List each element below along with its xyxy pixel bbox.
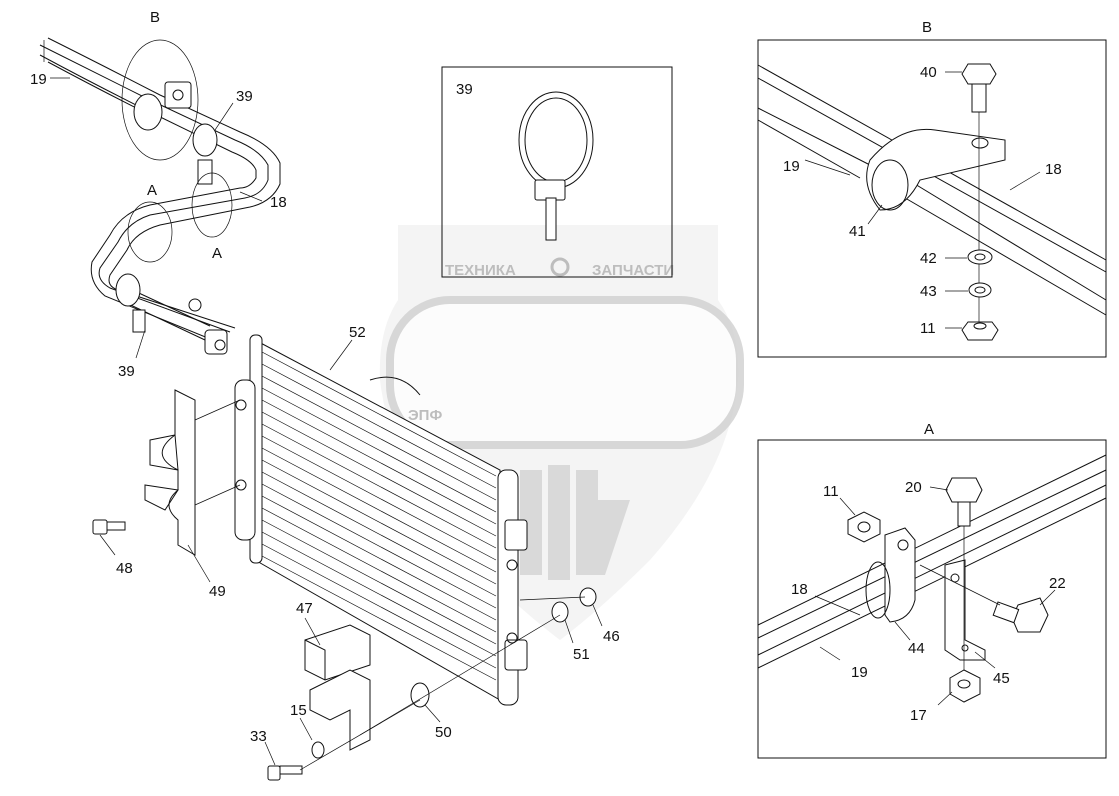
detail-a-callout-45: 45	[993, 670, 1010, 687]
pipe-assembly	[39, 37, 281, 355]
view-a-label-1: A	[147, 182, 157, 199]
detail-b-frame	[757, 39, 1107, 358]
inset-39-title: 39	[456, 81, 473, 98]
detail-a-callout-22: 22	[1049, 575, 1066, 592]
grommet-50	[410, 682, 430, 708]
detail-b-callout-42: 42	[920, 250, 937, 267]
watermark-logo: ЭПФ	[408, 407, 442, 424]
detail-view-a: A	[757, 421, 1107, 759]
bolt-33	[267, 741, 325, 781]
view-a-label-2: A	[212, 245, 222, 262]
detail-b-callout-43: 43	[920, 283, 937, 300]
leader-lines	[50, 71, 1056, 766]
callout-39-top: 39	[236, 88, 253, 105]
callout-52: 52	[349, 324, 366, 341]
bracket-49	[144, 389, 196, 556]
callouts-detail-b: 40 19 18 41 42 43 11	[783, 64, 1062, 337]
detail-a-callout-19: 19	[851, 664, 868, 681]
view-a-circle-2	[191, 172, 233, 238]
detail-b-title: B	[922, 19, 932, 36]
callout-15: 15	[290, 702, 307, 719]
detail-a-frame	[757, 439, 1107, 759]
callout-39-bottom: 39	[118, 363, 135, 380]
detail-a-callout-17: 17	[910, 707, 927, 724]
brackets-47-15	[304, 624, 371, 751]
view-b-circle	[121, 39, 199, 161]
detail-b-callout-11: 11	[920, 320, 936, 337]
detail-b-callout-19: 19	[783, 158, 800, 175]
callout-33: 33	[250, 728, 267, 745]
callouts-main: B A A 19 39 18 39 52 48 49 47 15 33 50 5…	[30, 9, 620, 745]
bolt-48	[92, 519, 126, 535]
detail-view-b: B	[757, 19, 1107, 358]
condenser	[234, 334, 528, 706]
detail-a-callout-11: 11	[823, 483, 839, 500]
watermark-text-left: ТЕХНИКА	[445, 262, 516, 279]
detail-a-callout-20: 20	[905, 479, 922, 496]
callout-47: 47	[296, 600, 313, 617]
callout-19: 19	[30, 71, 47, 88]
watermark-gear-icon	[550, 257, 570, 277]
detail-a-title: A	[924, 421, 934, 438]
watermark-text-right: ЗАПЧАСТИ	[592, 262, 674, 279]
bushing-51	[551, 601, 569, 623]
detail-b-callout-40: 40	[920, 64, 937, 81]
callout-51: 51	[573, 646, 590, 663]
clamp-band	[518, 91, 594, 189]
callout-48: 48	[116, 560, 133, 577]
callout-18: 18	[270, 194, 287, 211]
detail-a-callout-44: 44	[908, 640, 925, 657]
callout-50: 50	[435, 724, 452, 741]
callout-46: 46	[603, 628, 620, 645]
inset-39-frame	[441, 66, 673, 278]
detail-a-callout-18: 18	[791, 581, 808, 598]
view-b-label: B	[150, 9, 160, 26]
view-a-circle-1	[127, 201, 173, 263]
detail-b-callout-41: 41	[849, 223, 866, 240]
callouts-detail-a: 11 20 22 18 44 19 45 17	[791, 479, 1066, 724]
callout-49: 49	[209, 583, 226, 600]
detail-b-callout-18: 18	[1045, 161, 1062, 178]
inset-39: 39	[441, 66, 673, 278]
